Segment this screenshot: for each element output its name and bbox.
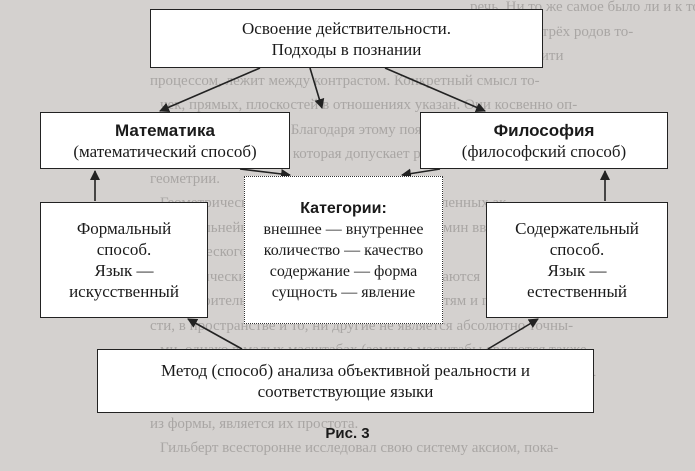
category-line: сущность — явление [271, 283, 416, 301]
content-method-box: Содержательный способ. Язык — естественн… [486, 202, 668, 318]
background-text-line: геометрии. [150, 170, 221, 187]
arrow-math-to-categories [239, 168, 291, 179]
category-line: количество — качество [263, 241, 424, 259]
reality-approaches-line1: Освоение действительности. [242, 18, 451, 38]
analysis-method-line1: Метод (способ) анализа объективной реаль… [160, 361, 531, 380]
content-line: естественный [526, 282, 628, 301]
formal-method-box: Формальный способ. Язык — искусственный [40, 202, 208, 318]
categories-title: Категории: [300, 199, 387, 217]
category-line: содержание — форма [269, 262, 418, 280]
background-text-line: Гильберт всесторонне исследовал свою сис… [160, 440, 559, 456]
background-text-line: из формы, является их простота. [150, 415, 359, 432]
mathematics-title: Математика [115, 120, 215, 140]
arrow-method-to-formal [187, 318, 243, 350]
analysis-method-box: Метод (способ) анализа объективной реаль… [97, 349, 594, 413]
background-text-line: процессом, лежит между контрастом. Конкр… [150, 72, 540, 89]
category-line: внешнее — внутреннее [263, 220, 424, 238]
figure-caption: Рис. 3 [325, 425, 370, 442]
arrow-method-to-content [487, 318, 539, 350]
categories-box: Категории: внешнее — внутреннее количест… [244, 176, 443, 324]
formal-line: искусственный [69, 282, 179, 301]
content-line: способ. [549, 240, 605, 259]
philosophy-title: Философия [493, 120, 595, 140]
formal-line: Язык — [94, 261, 154, 280]
mathematics-box: Математика (математический способ) [40, 112, 290, 169]
content-line: Содержательный [515, 219, 639, 238]
mathematics-subtitle: (математический способ) [73, 141, 257, 161]
formal-line: способ. [96, 240, 152, 259]
arrow-top-to-math [159, 67, 261, 113]
arrow-phil-to-categories [401, 168, 441, 179]
analysis-method-line2: соответствующие языки [257, 382, 434, 401]
formal-line: Формальный [76, 219, 172, 238]
philosophy-subtitle: (философский способ) [461, 141, 627, 161]
reality-approaches-line2: Подходы в познании [271, 39, 422, 59]
arrow-top-to-categories-left [309, 67, 325, 109]
philosophy-box: Философия (философский способ) [420, 112, 668, 169]
background-text-line: чек, прямых, плоскостей в отношениях ука… [160, 97, 578, 113]
arrow-top-to-phil [384, 67, 486, 113]
content-line: Язык — [547, 261, 607, 280]
reality-approaches-box: Освоение действительности. Подходы в поз… [150, 9, 543, 68]
